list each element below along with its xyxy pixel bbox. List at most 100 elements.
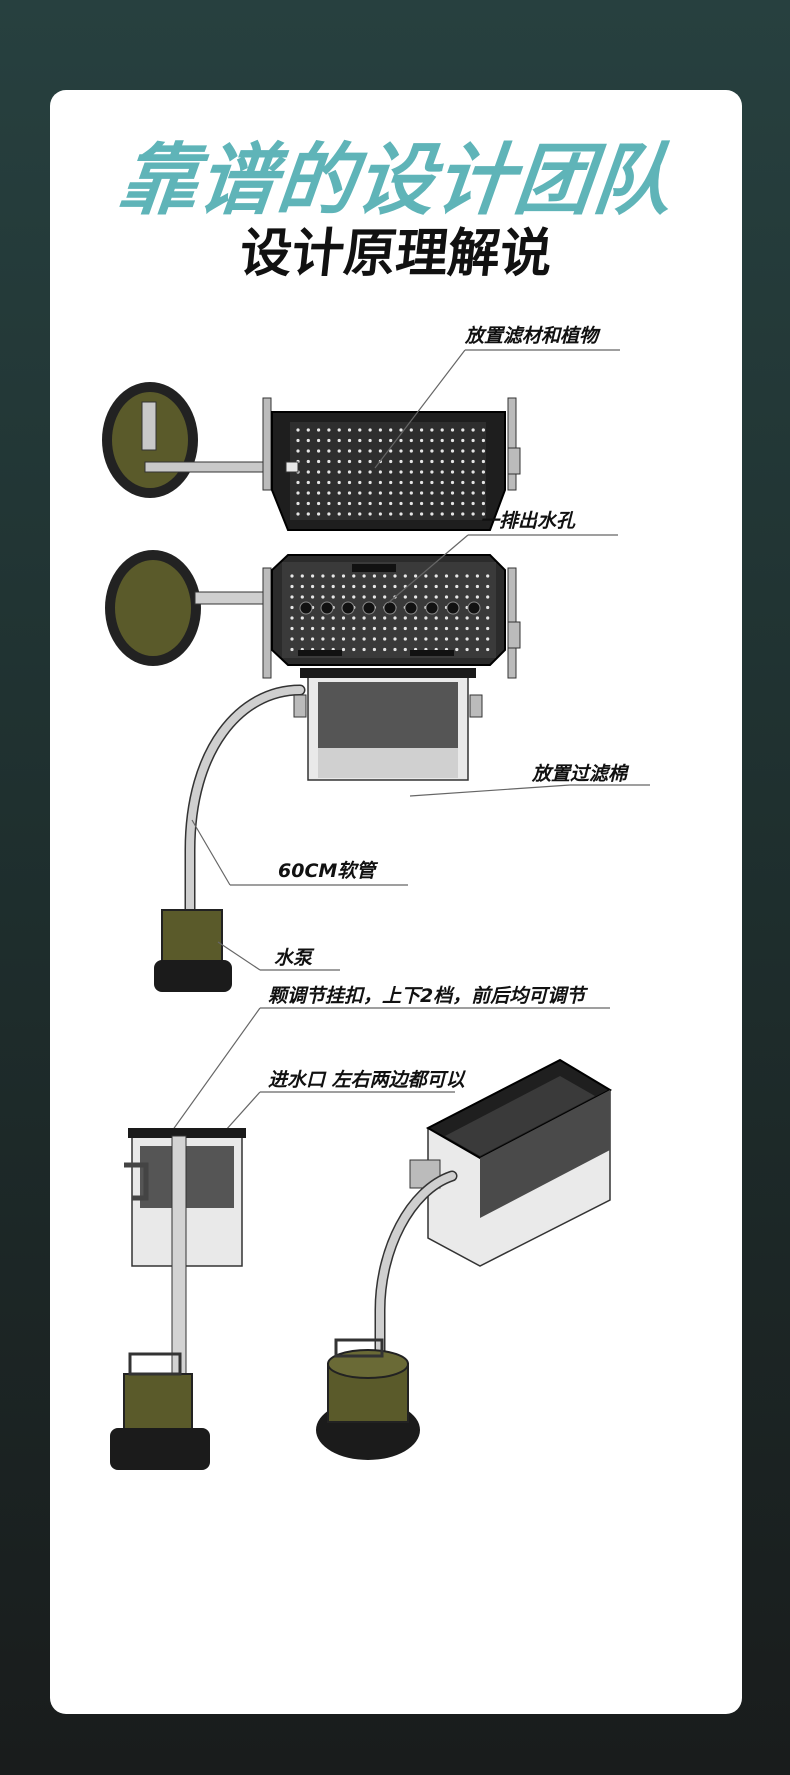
- callout-filter-media: 放置滤材和植物: [464, 325, 601, 347]
- perforation-dot: [420, 459, 424, 464]
- perforation-dot: [321, 584, 325, 589]
- perforation-dot: [306, 480, 310, 485]
- perforation-dot: [327, 449, 331, 453]
- pump-handle: [128, 1352, 182, 1376]
- perforation-dot: [409, 428, 413, 432]
- perforation-dot: [475, 574, 479, 578]
- perforation-dot: [440, 501, 444, 506]
- hose-iso: [376, 1172, 456, 1356]
- perforation-dot: [389, 459, 393, 464]
- perforation-dot: [368, 459, 372, 464]
- perforation-dot: [440, 480, 444, 485]
- perforation-dot: [341, 574, 346, 578]
- perforation-dot: [389, 438, 393, 443]
- perforation-dot: [317, 438, 321, 443]
- perforation-dot: [461, 459, 465, 464]
- perforation-dot: [461, 449, 465, 453]
- perforation-dot: [461, 470, 465, 474]
- perforation-dot: [450, 470, 455, 474]
- perforation-dot: [440, 449, 444, 453]
- perforation-dot: [399, 459, 403, 464]
- perforation-dot: [430, 428, 434, 432]
- perforation-dot: [461, 501, 465, 506]
- perforation-dot: [311, 626, 315, 631]
- outlet-hole: [425, 601, 439, 615]
- perforation-dot: [358, 501, 362, 506]
- perforation-dot: [327, 512, 331, 516]
- perforation-dot: [372, 574, 376, 578]
- perforation-dot: [352, 595, 356, 599]
- perforation-dot: [486, 574, 490, 578]
- perforation-dot: [300, 595, 304, 599]
- perforation-dot: [475, 626, 479, 631]
- perforation-dot: [341, 647, 346, 652]
- perforation-dot: [317, 480, 321, 485]
- perforation-dot: [430, 480, 434, 485]
- perforation-dot: [368, 449, 372, 453]
- perforation-dot: [481, 438, 485, 443]
- perforation-dot: [341, 637, 346, 641]
- perforation-dot: [372, 595, 376, 599]
- perforation-dot: [362, 637, 366, 641]
- perforation-dot: [471, 438, 475, 443]
- callout-hose: 60CM软管: [278, 860, 378, 882]
- perforation-dot: [331, 616, 335, 620]
- perforation-dot: [337, 428, 341, 432]
- callout-inlet: 进水口 左右两边都可以: [268, 1069, 467, 1091]
- perforation-dot: [331, 584, 335, 589]
- pipe-side: [194, 591, 266, 605]
- perforation-dot: [383, 626, 387, 631]
- perforation-dot: [471, 480, 475, 485]
- hose: [186, 686, 304, 914]
- perforation-dot: [311, 637, 315, 641]
- perforation-dot: [368, 428, 372, 432]
- perforation-dot: [430, 449, 434, 453]
- perforation-dot: [409, 459, 413, 464]
- perforation-dot: [450, 491, 455, 495]
- perforation-dot: [352, 574, 356, 578]
- perforation-dot: [424, 616, 428, 620]
- perforation-dot: [306, 428, 310, 432]
- perforation-dot: [327, 491, 331, 495]
- perforation-dot: [389, 428, 393, 432]
- perforation-dot: [424, 595, 428, 599]
- perforation-dot: [414, 616, 418, 620]
- perforation-dot: [306, 470, 310, 474]
- perforation-dot: [471, 428, 475, 432]
- perforation-dot: [440, 512, 444, 516]
- perforation-dot: [424, 574, 428, 578]
- perforation-dot: [296, 449, 300, 453]
- perforation-dot: [455, 637, 459, 641]
- perforation-dot: [290, 574, 294, 578]
- perforation-dot: [450, 459, 455, 464]
- diagram-canvas: 放置滤材和植物 一排出水孔: [102, 325, 650, 1470]
- perforation-dot: [414, 637, 418, 641]
- perforation-dot: [424, 637, 428, 641]
- perforation-dot: [378, 512, 382, 516]
- perforation-dot: [290, 647, 294, 652]
- perforation-dot: [337, 512, 341, 516]
- perforation-dot: [378, 449, 382, 453]
- perforation-dot: [399, 438, 403, 443]
- perforation-dot: [475, 584, 479, 589]
- perforation-dot: [300, 574, 304, 578]
- perforation-dot: [403, 626, 407, 631]
- perforation-dot: [300, 637, 304, 641]
- perforation-dot: [311, 574, 315, 578]
- side-view: [110, 1128, 246, 1470]
- perforation-dot: [465, 626, 469, 631]
- perforation-dot: [368, 480, 372, 485]
- perforation-dot: [420, 449, 424, 453]
- perforation-dot: [327, 428, 331, 432]
- perforation-dot: [440, 491, 444, 495]
- perforation-dot: [352, 637, 356, 641]
- outlet-holes: [299, 601, 481, 615]
- perforation-dot: [327, 438, 331, 443]
- perforation-dot: [399, 449, 403, 453]
- perforation-dot: [296, 501, 300, 506]
- perforation-dot: [399, 470, 403, 474]
- perforation-dot: [393, 574, 397, 578]
- perforation-dot: [358, 480, 362, 485]
- perforation-dot: [383, 637, 387, 641]
- perforation-dot: [321, 616, 325, 620]
